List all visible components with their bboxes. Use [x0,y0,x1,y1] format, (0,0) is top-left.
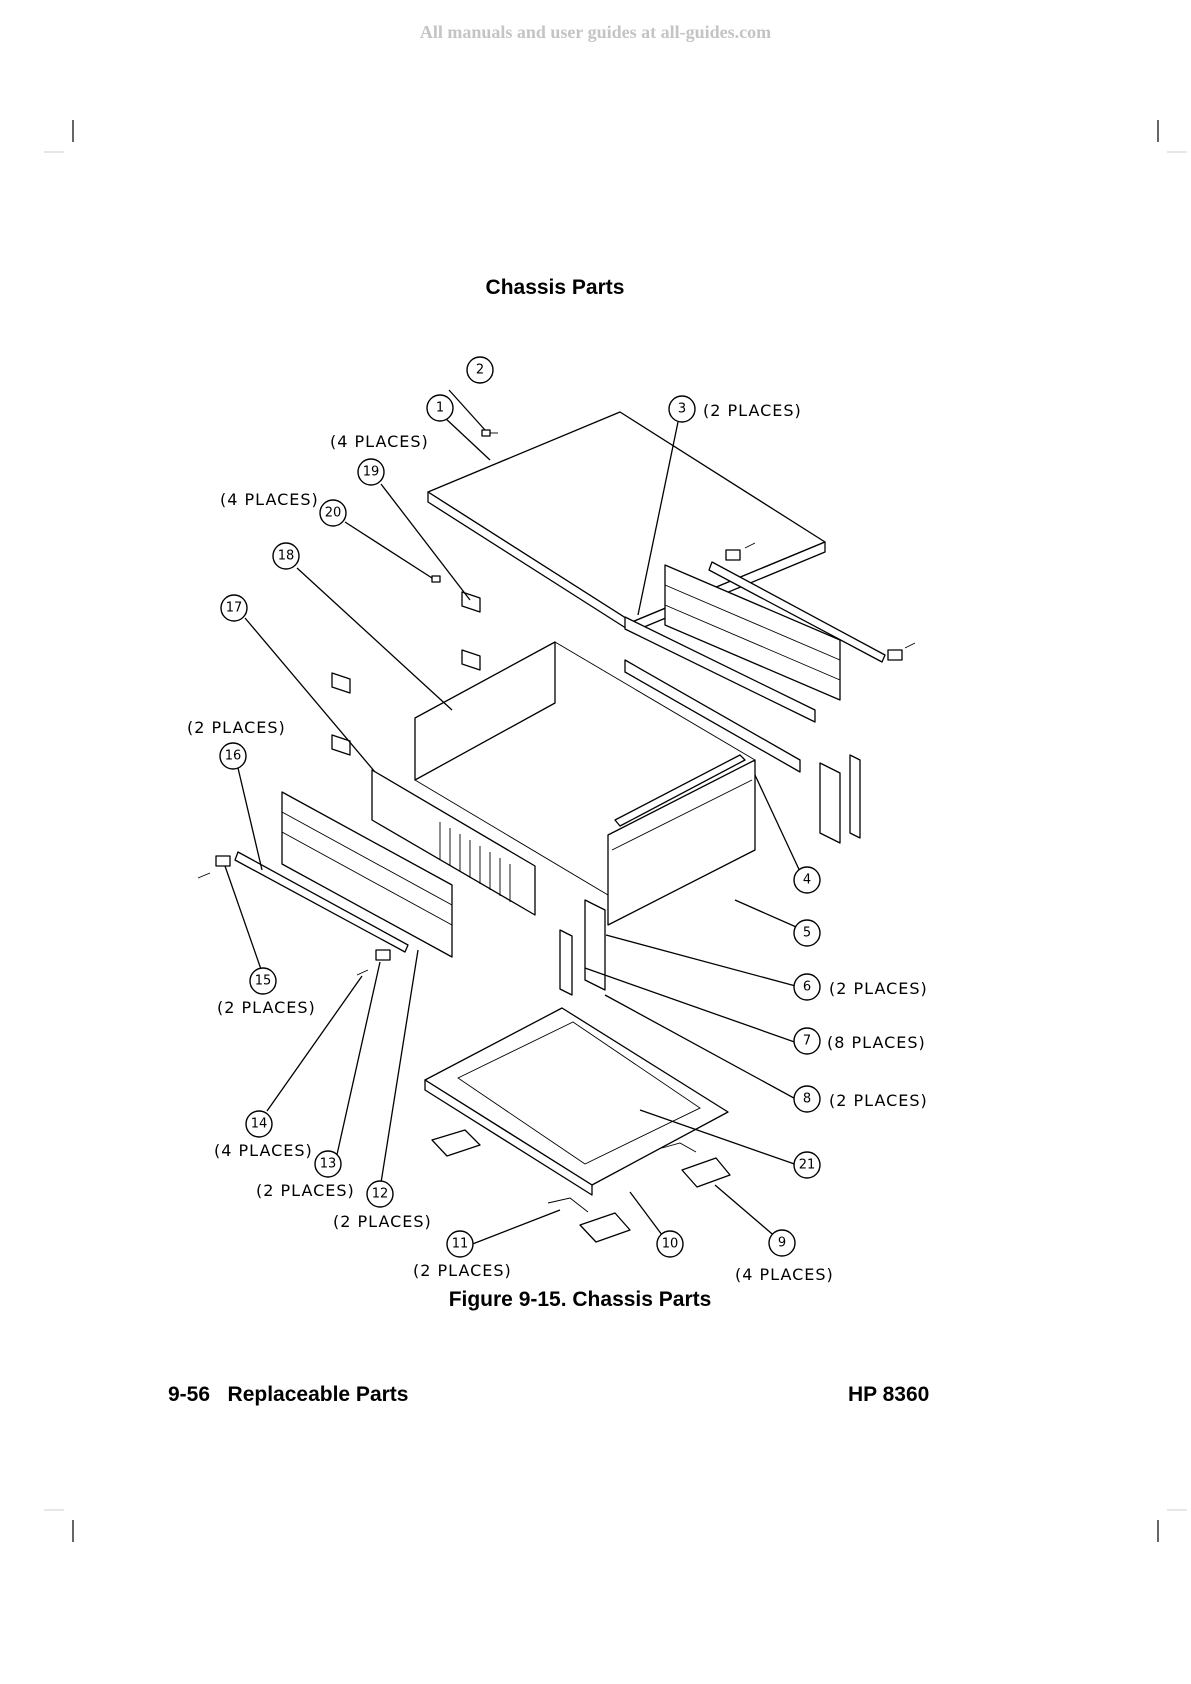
callout-9: 9 (4 PLACES) [735,1229,834,1284]
callout-number: 3 [678,402,686,417]
callout-21: 21 [793,1151,821,1179]
callout-qty: (2 PLACES) [187,718,286,737]
callout-19: 19 [357,458,385,486]
handle-bracket-part [559,754,861,996]
callout-qty: (2 PLACES) [829,1091,928,1110]
section-title: Chassis Parts [485,276,625,299]
front-side-panel-part [371,769,536,916]
callout-number: 10 [662,1237,679,1252]
callout-number: 2 [476,363,484,378]
callout-16: 16 (2 PLACES) [187,718,286,770]
callout-15: 15 (2 PLACES) [217,967,316,1017]
callout-14: 14 (4 PLACES) [214,1110,313,1160]
tilt-stand-part [547,1142,697,1213]
callout-12: 12 (2 PLACES) [333,1180,432,1231]
perforated-strip-part [624,616,816,773]
callout-number: 18 [278,549,295,564]
front-rail-part [197,791,453,976]
callout-number: 5 [803,926,811,941]
callout-number: 6 [803,980,811,995]
watermark: All manuals and user guides at all-guide… [419,22,772,42]
corner-bracket-part [331,591,481,756]
bottom-cover-part [424,1007,729,1196]
callout-number: 12 [372,1187,389,1202]
callout-number: 8 [803,1092,811,1107]
callout-6: 6 (2 PLACES) [793,973,928,1001]
crop-marks [44,120,1187,1542]
callout-qty: (8 PLACES) [827,1033,926,1052]
callout-number: 4 [803,873,811,888]
leader-lines [224,389,804,1248]
callout-number: 19 [363,465,380,480]
screw-part [481,429,498,437]
callout-number: 20 [325,506,342,521]
callout-qty: (2 PLACES) [217,998,316,1017]
callout-qty: (4 PLACES) [220,490,319,509]
callout-qty: (2 PLACES) [256,1181,355,1200]
callout-number: 1 [436,401,444,416]
callout-qty: (4 PLACES) [214,1141,313,1160]
foot-part [431,1129,731,1243]
callout-qty: (4 PLACES) [735,1265,834,1284]
callout-11: 11 (2 PLACES) [413,1230,512,1280]
callout-number: 11 [452,1237,469,1252]
callout-qty: (2 PLACES) [829,979,928,998]
callout-18: 18 [272,542,300,570]
callout-number: 17 [226,601,243,616]
callout-number: 14 [251,1117,268,1132]
main-frame-part [414,641,756,926]
screw-part [431,575,441,583]
callout-qty: (2 PLACES) [413,1261,512,1280]
footer-model: HP 8360 [848,1383,930,1406]
callout-4: 4 [793,866,821,894]
callout-13: 13 (2 PLACES) [256,1150,355,1200]
callout-number: 21 [799,1158,816,1173]
footer-page-ref: 9-56 Replaceable Parts [168,1383,409,1406]
rear-rail-part [664,542,916,701]
callout-number: 15 [255,974,272,989]
callout-number: 13 [320,1157,337,1172]
callout-qty: (2 PLACES) [333,1212,432,1231]
callout-7: 7 (8 PLACES) [793,1027,926,1055]
callout-qty: (4 PLACES) [330,432,429,451]
figure-caption: Figure 9-15. Chassis Parts [448,1288,712,1311]
callout-17: 17 [220,594,248,622]
callout-number: 9 [778,1236,786,1251]
callout-2: 2 [466,356,494,384]
callout-qty: (2 PLACES) [703,401,802,420]
callout-20: 20 (4 PLACES) [220,490,347,527]
callout-number: 16 [225,749,242,764]
callout-1: 1 (4 PLACES) [330,394,454,451]
callout-10: 10 [656,1230,684,1258]
callout-3: 3 (2 PLACES) [668,395,802,423]
callout-number: 7 [803,1034,811,1049]
callout-5: 5 [793,919,821,947]
callout-8: 8 (2 PLACES) [793,1085,928,1113]
